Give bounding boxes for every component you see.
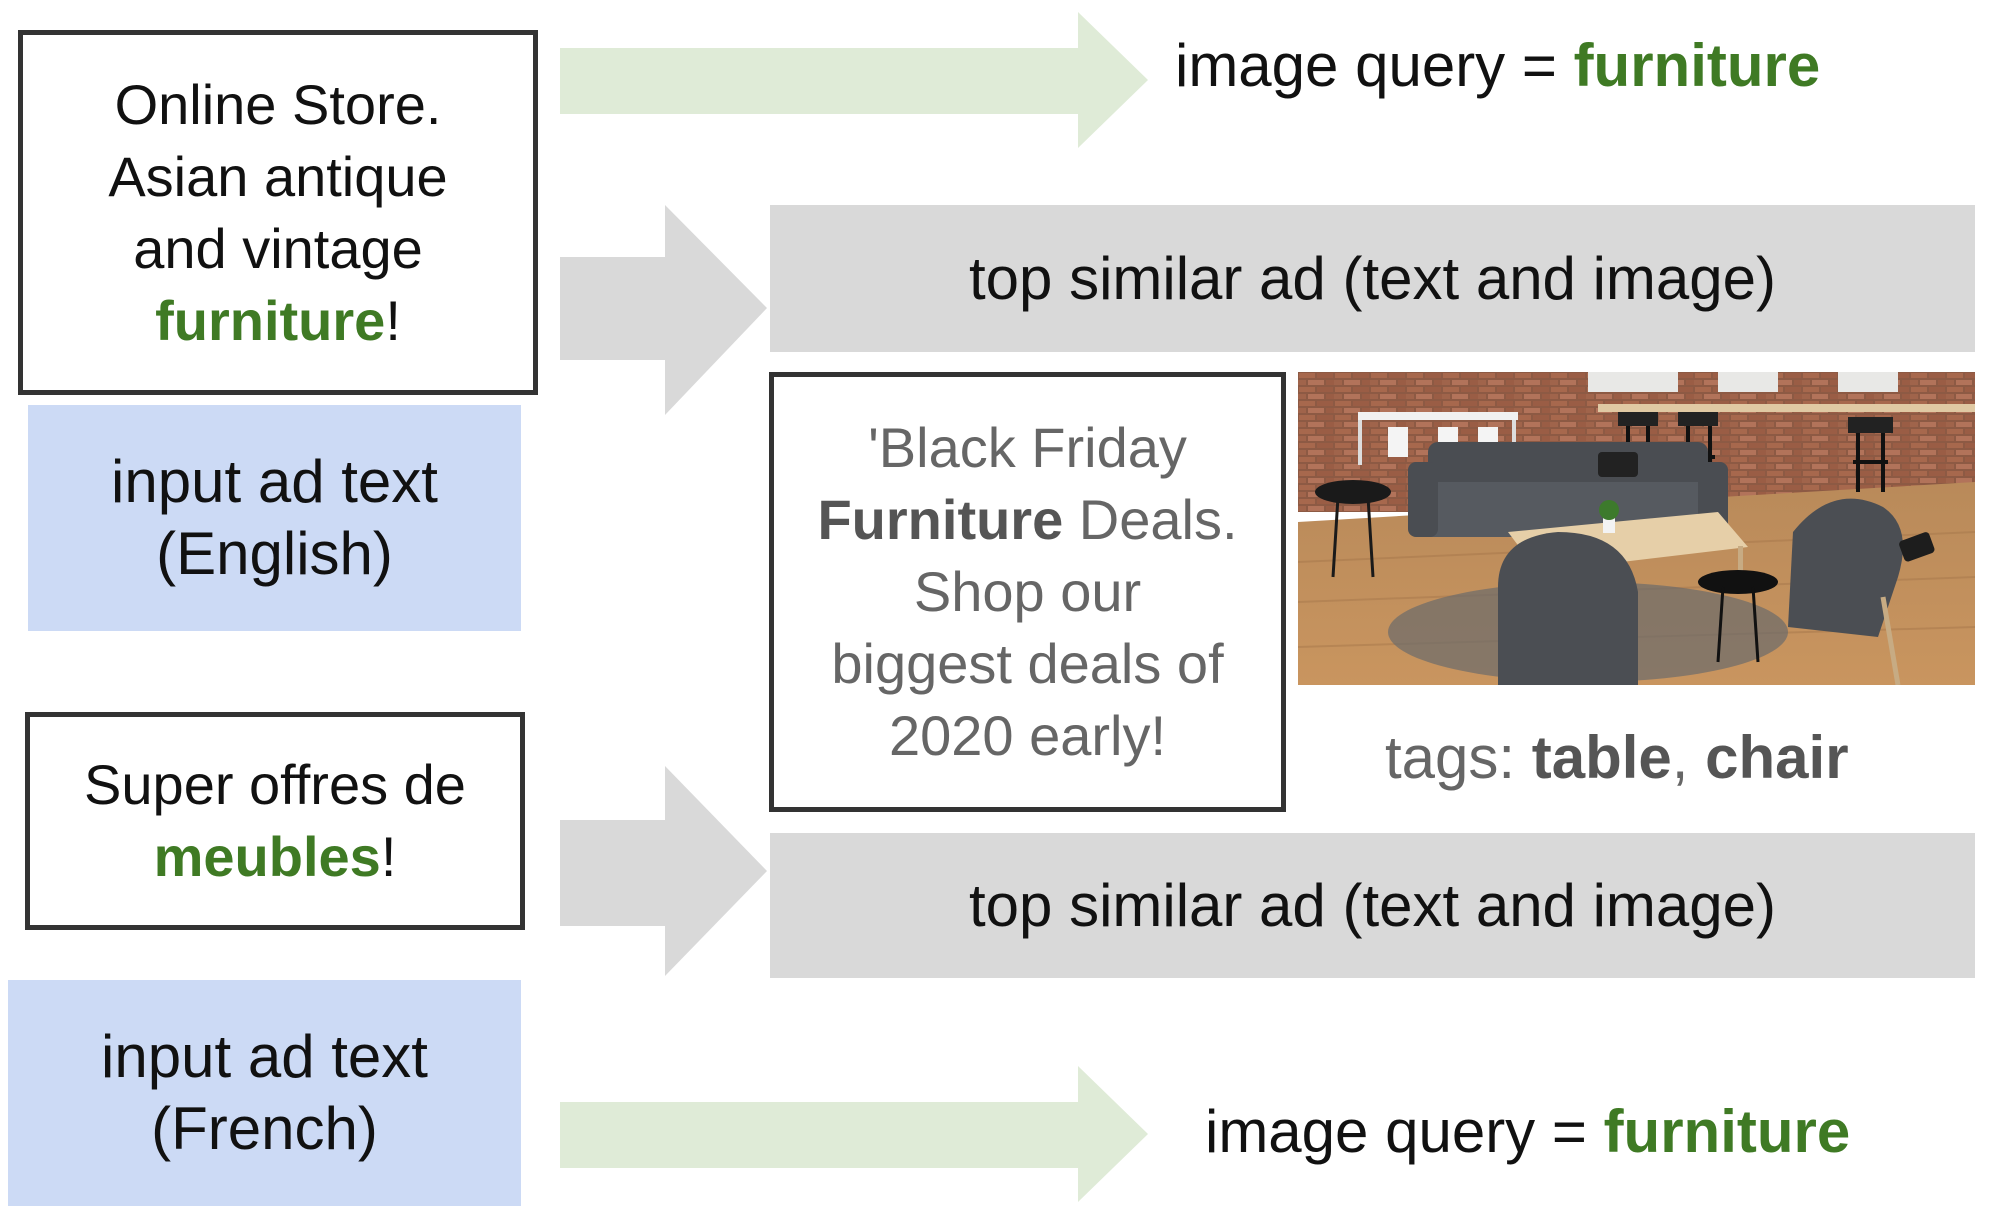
english-image-query-value: furniture [1573, 32, 1821, 99]
french-image-query-arrow [560, 1066, 1148, 1202]
retrieved-ad-line2-rest: Deals. [1063, 488, 1238, 551]
french-input-label: input ad text (French) [8, 980, 521, 1206]
english-image-query-prefix: image query = [1175, 32, 1574, 99]
english-input-label: input ad text (English) [28, 405, 521, 631]
furniture-photo [1298, 372, 1975, 685]
english-input-line2: Asian antique [108, 144, 448, 208]
english-input-line3: and vintage [133, 216, 423, 280]
french-input-line2: meubles! [154, 821, 397, 893]
english-image-query: image query = furniture [1175, 30, 1975, 110]
tag-chair: chair [1705, 724, 1849, 791]
retrieved-ad-text-box: 'Black Friday Furniture Deals. Shop our … [769, 372, 1286, 812]
french-similar-ad-arrow [560, 766, 767, 976]
living-room-image [1298, 372, 1975, 685]
retrieved-ad-line3: Shop our [913, 560, 1142, 623]
french-similar-ad-label: top similar ad (text and image) [968, 871, 1776, 939]
retrieved-ad-line5: 2020 early! [888, 704, 1167, 767]
french-image-query-prefix: image query = [1205, 1098, 1604, 1165]
english-similar-ad-band: top similar ad (text and image) [770, 205, 1975, 352]
english-input-line4: furniture! [155, 285, 401, 357]
retrieved-ad-line4: biggest deals of [831, 632, 1224, 695]
tags-separator: , [1671, 724, 1706, 791]
english-label-line1: input ad text [111, 448, 438, 515]
english-suffix: ! [385, 288, 401, 352]
french-label-line1: input ad text [101, 1023, 428, 1090]
french-keyword: meubles [153, 825, 381, 888]
french-label-line2: (French) [151, 1095, 378, 1162]
english-label-line2: (English) [156, 520, 393, 587]
retrieved-ad-line2: Furniture Deals. [817, 484, 1237, 556]
english-image-query-arrow [560, 12, 1148, 148]
tags-prefix: tags: [1385, 724, 1532, 791]
french-image-query: image query = furniture [1205, 1096, 1985, 1176]
retrieved-ad-bold-word: Furniture [817, 488, 1064, 551]
english-input-line1: Online Store. [114, 72, 442, 136]
tag-table: table [1531, 724, 1672, 791]
french-input-ad-box: Super offres de meubles! [25, 712, 525, 930]
french-input-line1: Super offres de [84, 753, 466, 816]
image-tags: tags: table, chair [1385, 722, 1975, 802]
english-similar-ad-label: top similar ad (text and image) [968, 244, 1776, 312]
french-suffix: ! [380, 825, 397, 888]
retrieved-ad-line1: 'Black Friday [868, 416, 1187, 479]
english-input-ad-box: Online Store. Asian antique and vintage … [18, 30, 538, 395]
french-image-query-value: furniture [1603, 1098, 1851, 1165]
french-similar-ad-band: top similar ad (text and image) [770, 833, 1975, 978]
english-keyword: furniture [155, 288, 386, 352]
english-similar-ad-arrow [560, 205, 767, 415]
